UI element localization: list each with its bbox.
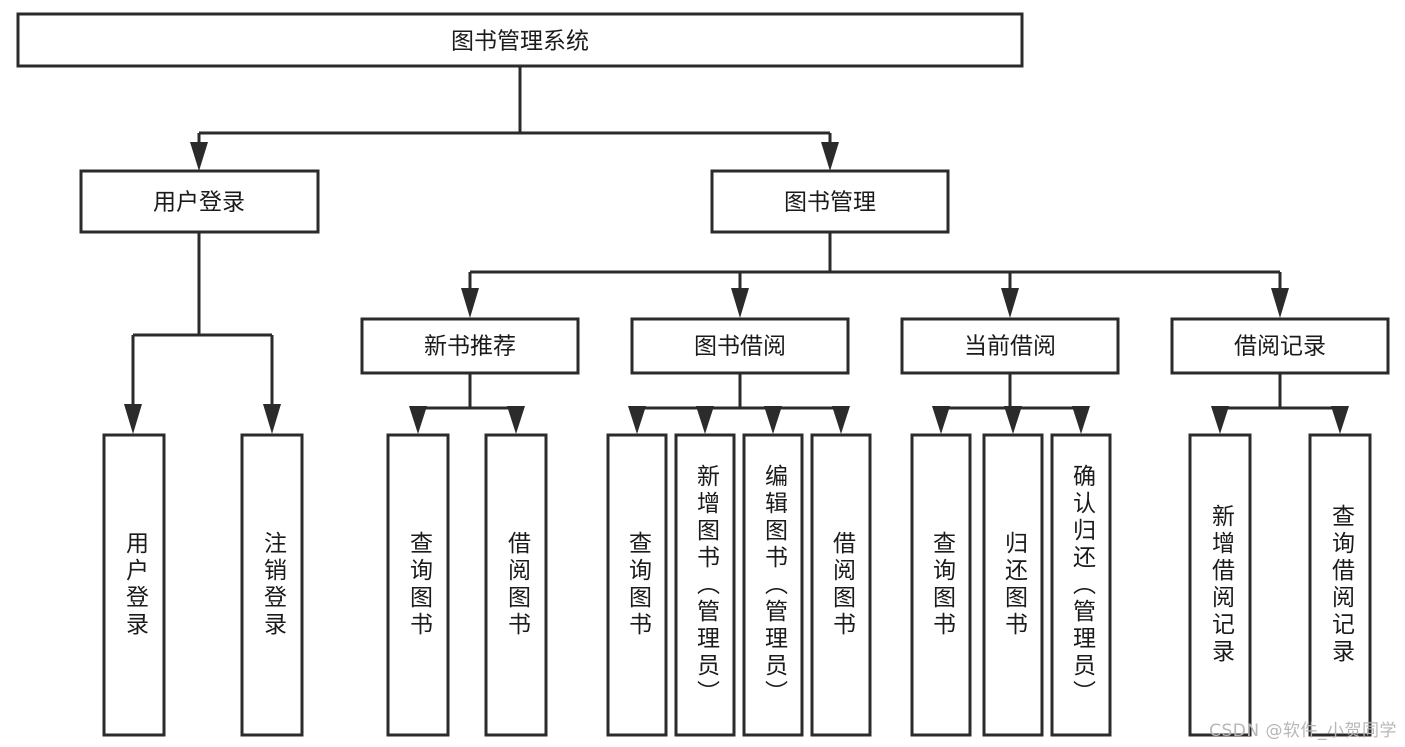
node-leaf-edit-book-label: 编辑图书（管理员）: [760, 463, 787, 707]
arrow-br-2: [1331, 406, 1349, 434]
node-leaf-return-book[interactable]: 归还图书: [984, 435, 1042, 735]
arrow-bm-to-borrow-record: [1271, 288, 1289, 318]
arrow-bm-to-book-borrow: [731, 288, 749, 318]
node-leaf-logout[interactable]: 注销登录: [242, 435, 302, 735]
node-book-management[interactable]: 图书管理: [710, 169, 950, 234]
arrow-user-login-left: [124, 404, 142, 434]
node-current-borrow-label: 当前借阅: [964, 334, 1056, 360]
node-root[interactable]: 图书管理系统: [16, 12, 1024, 68]
arrow-br-1: [1211, 406, 1229, 434]
node-leaf-add-book-box[interactable]: [674, 433, 736, 737]
node-leaf-add-borrow-record-box[interactable]: [1188, 433, 1252, 737]
node-current-borrow[interactable]: 当前借阅: [900, 317, 1120, 375]
node-leaf-borrow-book-2-box[interactable]: [810, 433, 872, 737]
node-user-login-box[interactable]: [79, 169, 320, 234]
arrow-cb-1: [932, 406, 950, 434]
node-leaf-query-book-2-box[interactable]: [606, 433, 668, 737]
arrow-bb-1: [628, 406, 646, 434]
node-root-box[interactable]: [16, 12, 1024, 68]
node-leaf-query-book-2[interactable]: 查询图书: [608, 435, 666, 735]
node-borrow-record[interactable]: 借阅记录: [1170, 317, 1390, 375]
connector-layer: [124, 66, 1349, 434]
node-leaf-edit-book[interactable]: 编辑图书（管理员）: [744, 435, 802, 735]
node-leaf-add-book[interactable]: 新增图书（管理员）: [676, 435, 734, 735]
node-book-management-box[interactable]: [710, 169, 950, 234]
arrow-bm-to-current-borrow: [1001, 288, 1019, 318]
node-leaf-add-book-label: 新增图书（管理员）: [692, 463, 719, 707]
node-leaf-borrow-book-1-box[interactable]: [484, 433, 548, 737]
node-leaf-add-borrow-record[interactable]: 新增借阅记录: [1190, 435, 1250, 735]
node-leaf-query-book-1-label: 查询图书: [405, 531, 432, 639]
node-new-book-recommend-label: 新书推荐: [424, 334, 516, 360]
arrow-bb-2: [696, 406, 714, 434]
arrow-bb-3: [764, 406, 782, 434]
node-leaf-query-book-3-box[interactable]: [910, 433, 972, 737]
arrow-user-login-right: [263, 404, 281, 434]
node-leaf-user-login-box[interactable]: [102, 433, 166, 737]
node-leaf-query-book-3-label: 查询图书: [928, 531, 955, 639]
node-current-borrow-box[interactable]: [900, 317, 1120, 375]
node-leaf-borrow-book-1-label: 借阅图书: [503, 531, 530, 639]
node-user-login-label: 用户登录: [153, 190, 245, 216]
node-book-management-label: 图书管理: [784, 190, 876, 216]
arrow-bm-to-new-book: [461, 288, 479, 318]
node-leaf-return-book-box[interactable]: [982, 433, 1044, 737]
node-root-label: 图书管理系统: [451, 29, 589, 55]
node-leaf-query-borrow-record-label: 查询借阅记录: [1327, 504, 1354, 666]
node-leaf-query-book-1[interactable]: 查询图书: [388, 435, 448, 735]
node-leaf-confirm-return-label: 确认归还（管理员）: [1068, 463, 1095, 707]
node-new-book-recommend[interactable]: 新书推荐: [360, 317, 580, 375]
node-leaf-return-book-label: 归还图书: [1000, 531, 1027, 639]
node-leaf-confirm-return-box[interactable]: [1050, 433, 1112, 737]
node-user-login[interactable]: 用户登录: [79, 169, 320, 234]
node-leaf-user-login[interactable]: 用户登录: [104, 435, 164, 735]
arrow-root-to-user-login: [190, 142, 208, 171]
node-book-borrow-box[interactable]: [630, 317, 850, 375]
node-leaf-logout-label: 注销登录: [259, 531, 286, 639]
node-borrow-record-box[interactable]: [1170, 317, 1390, 375]
node-leaf-query-borrow-record[interactable]: 查询借阅记录: [1310, 435, 1370, 735]
node-borrow-record-label: 借阅记录: [1234, 334, 1326, 360]
node-book-borrow-label: 图书借阅: [694, 334, 786, 360]
node-leaf-confirm-return[interactable]: 确认归还（管理员）: [1052, 435, 1110, 735]
arrow-cb-3: [1072, 406, 1090, 434]
node-leaf-borrow-book-2[interactable]: 借阅图书: [812, 435, 870, 735]
arrow-root-to-book-management: [821, 142, 839, 171]
node-leaf-borrow-book-1[interactable]: 借阅图书: [486, 435, 546, 735]
node-leaf-borrow-book-2-label: 借阅图书: [828, 531, 855, 639]
arrow-bb-4: [832, 406, 850, 434]
arrow-new-book-right: [507, 406, 525, 434]
arrow-cb-2: [1004, 406, 1022, 434]
node-book-borrow[interactable]: 图书借阅: [630, 317, 850, 375]
node-leaf-edit-book-box[interactable]: [742, 433, 804, 737]
node-leaf-user-login-label: 用户登录: [121, 531, 148, 639]
node-leaf-query-book-1-box[interactable]: [386, 433, 450, 737]
node-leaf-query-book-2-label: 查询图书: [624, 531, 651, 639]
node-leaf-query-book-3[interactable]: 查询图书: [912, 435, 970, 735]
node-leaf-logout-box[interactable]: [240, 433, 304, 737]
node-layer: 图书管理系统 用户登录 图书管理 新书推荐 图书借阅 当前借阅 借阅记录: [16, 12, 1390, 737]
node-new-book-recommend-box[interactable]: [360, 317, 580, 375]
arrow-new-book-left: [409, 406, 427, 434]
node-leaf-add-borrow-record-label: 新增借阅记录: [1207, 504, 1234, 666]
node-leaf-query-borrow-record-box[interactable]: [1308, 433, 1372, 737]
